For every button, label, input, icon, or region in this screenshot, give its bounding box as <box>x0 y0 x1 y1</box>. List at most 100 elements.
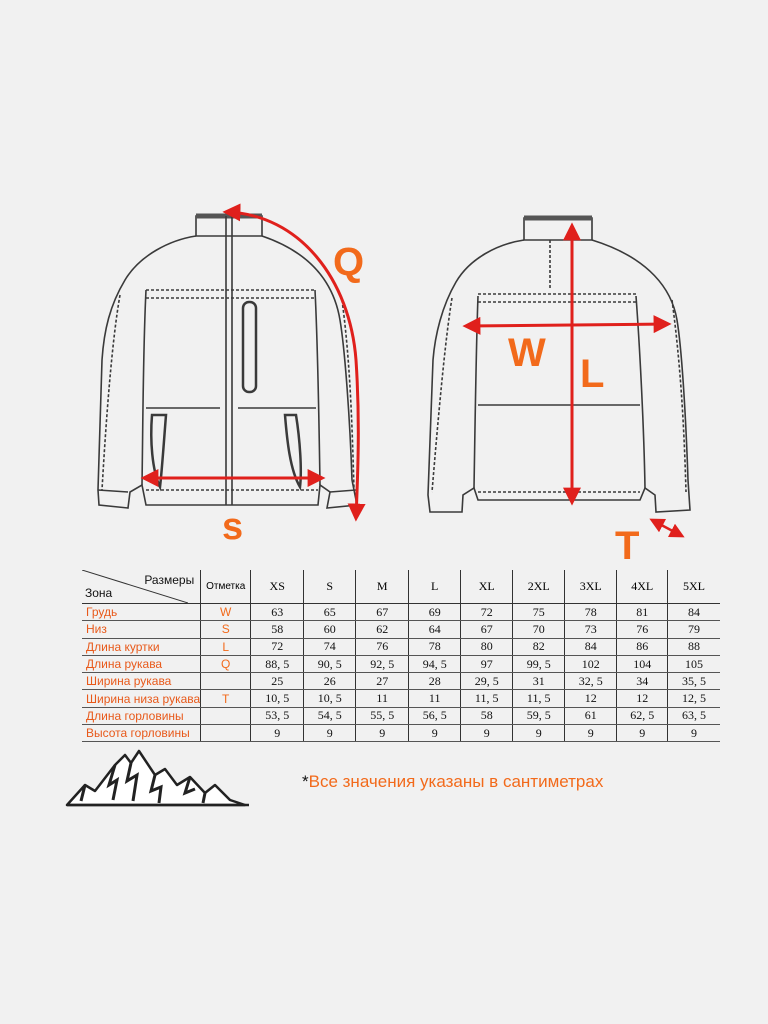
value-cell: 25 <box>250 672 304 691</box>
value-cell: 26 <box>303 672 356 691</box>
value-cell: 58 <box>250 620 304 639</box>
value-cell: 78 <box>564 603 617 622</box>
mark-cell <box>200 707 252 726</box>
mark-cell <box>200 724 252 743</box>
arrow-w <box>462 315 672 335</box>
value-cell: 84 <box>667 603 720 622</box>
zone-cell: Грудь <box>82 603 201 622</box>
size-table: Размеры Зона Отметка XS S M L XL 2XL 3XL… <box>82 570 720 743</box>
value-cell: 61 <box>564 707 617 726</box>
size-header: 5XL <box>667 570 720 604</box>
value-cell: 9 <box>667 724 720 743</box>
value-cell: 59, 5 <box>512 707 565 726</box>
value-cell: 81 <box>616 603 668 622</box>
value-cell: 9 <box>564 724 617 743</box>
value-cell: 65 <box>303 603 356 622</box>
size-header: S <box>303 570 356 604</box>
value-cell: 28 <box>408 672 461 691</box>
size-header: XL <box>460 570 513 604</box>
value-cell: 9 <box>355 724 409 743</box>
mark-cell: T <box>200 689 252 708</box>
arrow-t <box>649 518 685 538</box>
zone-cell: Ширина низа рукава <box>82 689 201 708</box>
zone-cell: Низ <box>82 620 201 639</box>
value-cell: 76 <box>355 638 409 656</box>
value-cell: 56, 5 <box>408 707 461 726</box>
value-cell: 102 <box>564 655 617 674</box>
value-cell: 67 <box>460 620 513 639</box>
value-cell: 80 <box>460 638 513 656</box>
size-header: 3XL <box>564 570 617 604</box>
value-cell: 11 <box>408 689 461 708</box>
zone-cell: Длина горловины <box>82 707 201 726</box>
value-cell: 94, 5 <box>408 655 461 674</box>
jacket-back-icon <box>427 215 691 513</box>
size-header: L <box>408 570 461 604</box>
header-zone-label: Зона <box>85 586 113 600</box>
value-cell: 27 <box>355 672 409 691</box>
value-cell: 60 <box>303 620 356 639</box>
arrow-q <box>222 203 366 522</box>
mark-cell <box>200 672 252 691</box>
value-cell: 97 <box>460 655 513 674</box>
zone-cell: Длина куртки <box>82 638 201 656</box>
label-t: T <box>615 524 640 568</box>
value-cell: 88 <box>667 638 720 656</box>
value-cell: 9 <box>303 724 356 743</box>
value-cell: 58 <box>460 707 513 726</box>
units-note: *Все значения указаны в сантиметрах <box>302 772 603 792</box>
value-cell: 63, 5 <box>667 707 720 726</box>
zone-cell: Ширина рукава <box>82 672 201 691</box>
value-cell: 11, 5 <box>460 689 513 708</box>
value-cell: 9 <box>250 724 304 743</box>
value-cell: 12 <box>564 689 617 708</box>
value-cell: 73 <box>564 620 617 639</box>
header-sizes-label: Размеры <box>144 573 195 587</box>
mark-cell: S <box>200 620 252 639</box>
value-cell: 104 <box>616 655 668 674</box>
value-cell: 12, 5 <box>667 689 720 708</box>
mark-cell: Q <box>200 655 252 674</box>
zone-cell: Длина рукава <box>82 655 201 674</box>
mark-cell: W <box>200 603 252 622</box>
value-cell: 32, 5 <box>564 672 617 691</box>
value-cell: 63 <box>250 603 304 622</box>
value-cell: 79 <box>667 620 720 639</box>
size-header: 2XL <box>512 570 565 604</box>
value-cell: 9 <box>408 724 461 743</box>
value-cell: 55, 5 <box>355 707 409 726</box>
header-mark-label: Отметка <box>200 570 251 604</box>
value-cell: 74 <box>303 638 356 656</box>
diagonal-divider <box>82 570 188 603</box>
label-l: L <box>580 352 605 396</box>
mark-cell: L <box>200 638 252 656</box>
value-cell: 88, 5 <box>250 655 304 674</box>
value-cell: 10, 5 <box>250 689 304 708</box>
value-cell: 72 <box>460 603 513 622</box>
label-q: Q <box>333 240 365 284</box>
value-cell: 34 <box>616 672 668 691</box>
value-cell: 9 <box>460 724 513 743</box>
value-cell: 64 <box>408 620 461 639</box>
mountain-icon <box>65 749 249 807</box>
value-cell: 31 <box>512 672 565 691</box>
value-cell: 9 <box>512 724 565 743</box>
note-star: * <box>302 772 309 791</box>
measure-arrows <box>140 203 685 538</box>
value-cell: 105 <box>667 655 720 674</box>
size-header: 4XL <box>616 570 668 604</box>
value-cell: 35, 5 <box>667 672 720 691</box>
value-cell: 62 <box>355 620 409 639</box>
zone-cell: Высота горловины <box>82 724 201 743</box>
label-w: W <box>508 331 546 375</box>
value-cell: 62, 5 <box>616 707 668 726</box>
value-cell: 67 <box>355 603 409 622</box>
